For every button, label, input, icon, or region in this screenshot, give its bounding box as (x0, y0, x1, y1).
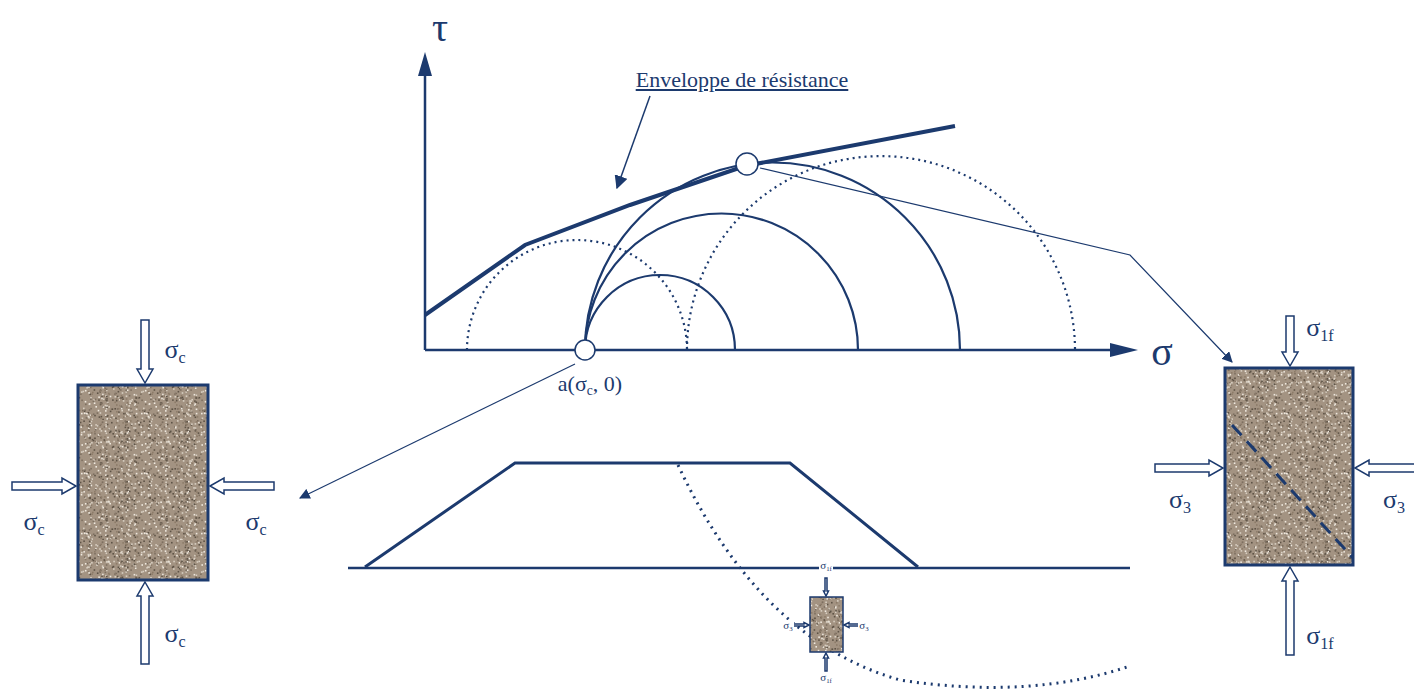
axis-label: σ (1151, 332, 1173, 372)
stress-label: σ3 (1383, 487, 1405, 513)
stress-label: σ3 (1169, 487, 1191, 513)
soil-element (810, 597, 843, 652)
stress-label: σ3 (858, 620, 869, 631)
stress-arrow (824, 578, 829, 596)
stress-label: σ1f (819, 560, 833, 571)
stress-arrow (137, 320, 153, 383)
point-a (575, 340, 595, 360)
stress-label: σc (164, 337, 185, 363)
failure-point (736, 153, 758, 175)
stress-label: σ1f (1306, 315, 1333, 341)
stress-arrow (791, 623, 809, 628)
stress-label: σc (23, 509, 44, 535)
tau-axis (424, 60, 427, 350)
leader-line (617, 96, 650, 188)
mohr-circle-dotted (687, 156, 1075, 350)
stress-label: σc (164, 621, 185, 647)
axis-label: τ (432, 8, 448, 48)
point-label: a(σc, 0) (558, 373, 622, 395)
soil-sample (78, 385, 208, 580)
soil-sample (1225, 368, 1353, 565)
stress-arrow (1155, 460, 1223, 476)
envelope-label: Enveloppe de résistance (636, 69, 849, 91)
stress-arrow (1282, 567, 1298, 655)
stress-label: σ1f (1306, 623, 1333, 649)
stress-arrow (12, 478, 76, 494)
stress-label: σ3 (782, 620, 793, 631)
stress-arrow (1282, 316, 1298, 366)
mohr-circle-dotted (467, 240, 687, 350)
leader-line (300, 364, 575, 498)
stress-arrow (1355, 460, 1414, 476)
strength-envelope (425, 126, 955, 315)
sigma-axis (425, 349, 1125, 352)
stress-arrow (210, 478, 274, 494)
stress-arrow (824, 653, 829, 671)
stress-label: σc (245, 509, 266, 535)
slip-surface (678, 465, 1130, 687)
failure-plane (1232, 425, 1353, 558)
stress-label: σ1f (819, 672, 833, 683)
mohr-circle (585, 275, 735, 350)
stress-arrow (137, 582, 153, 664)
embankment (365, 463, 918, 567)
mohr-circle (585, 163, 960, 351)
